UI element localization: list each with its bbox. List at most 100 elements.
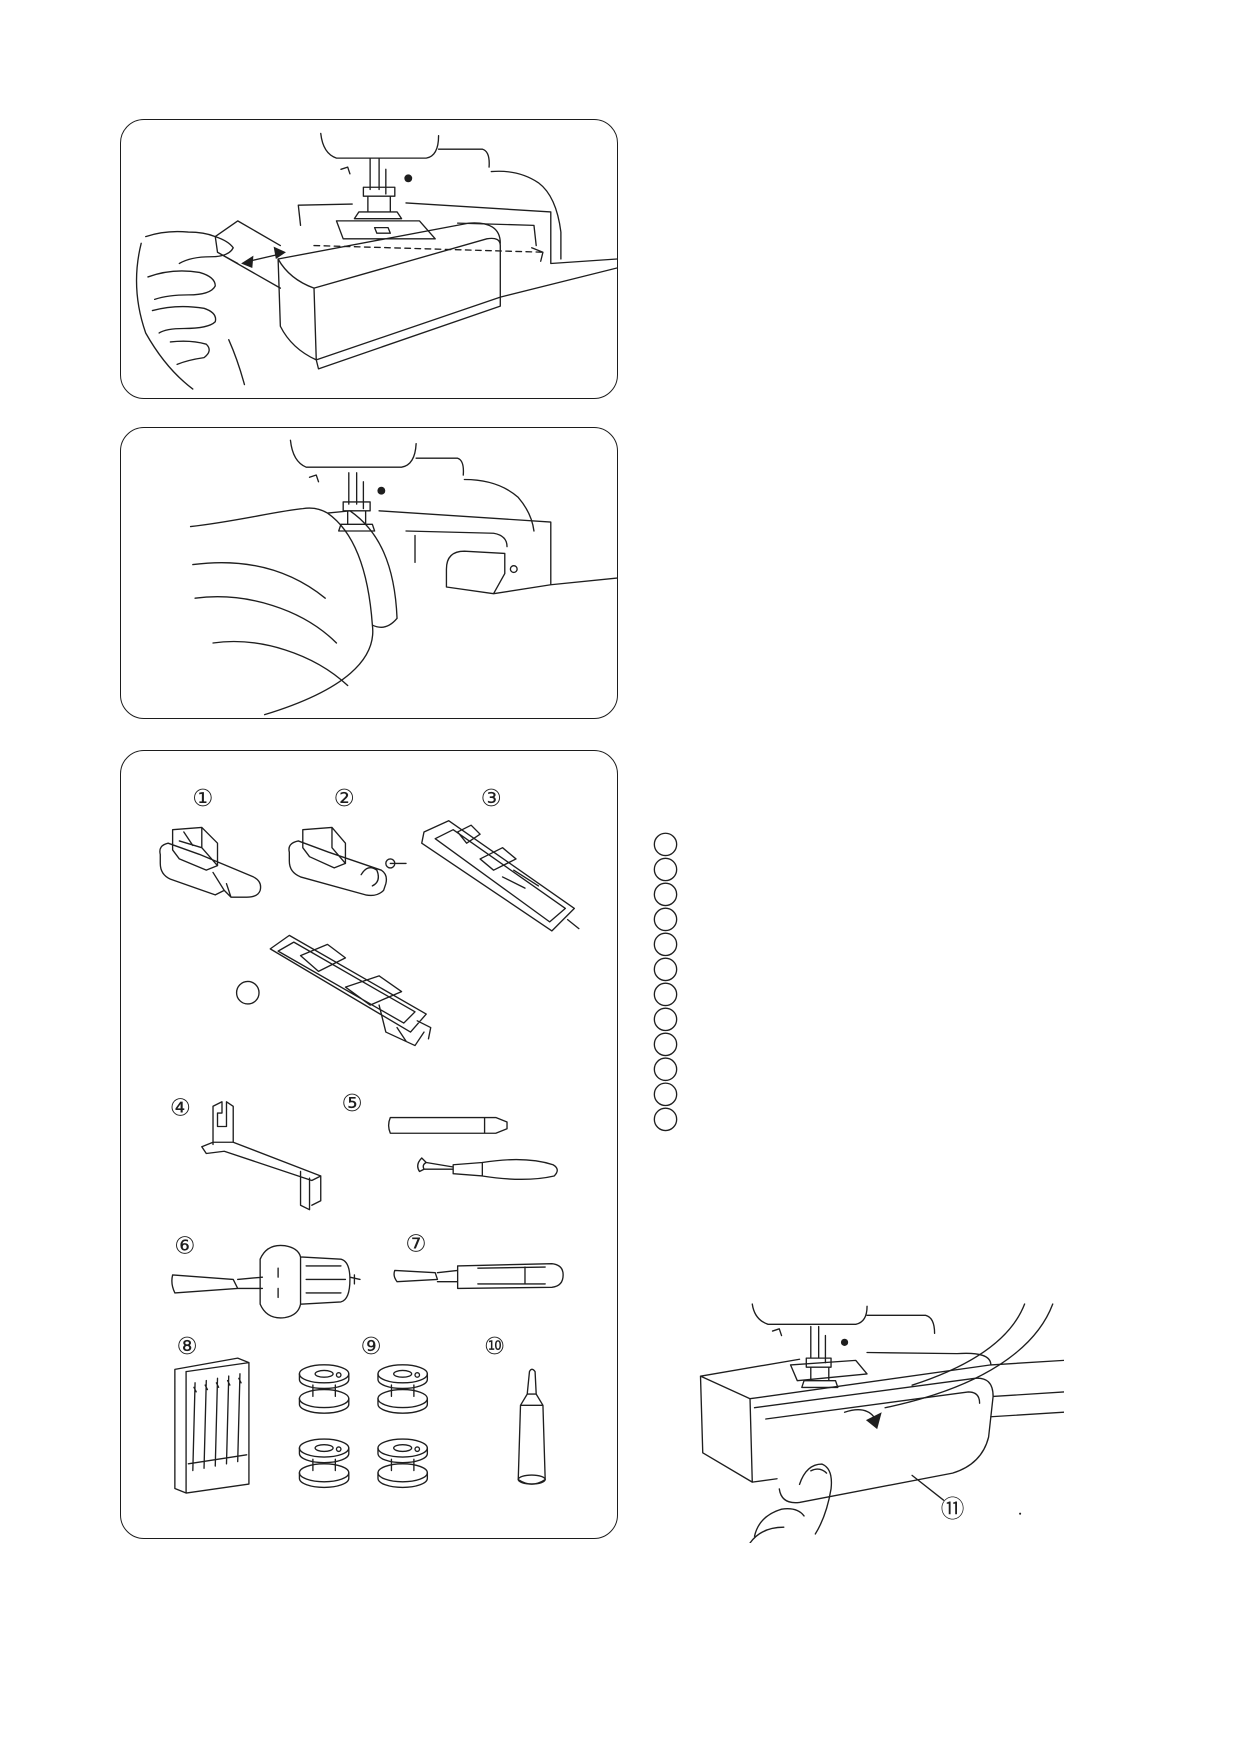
- curved-arrow-icon: [843, 1409, 882, 1430]
- bobbin-bottom: [298, 1463, 350, 1483]
- needle-set: [174, 1357, 250, 1494]
- thread-guide-dot: [404, 174, 413, 183]
- bobbin-hole: [414, 1372, 421, 1378]
- stray-dot: [1019, 1512, 1022, 1515]
- label-6: ⑥: [174, 1232, 195, 1260]
- bobbin-hub: [393, 1444, 413, 1453]
- extension-tab: [214, 220, 282, 289]
- arrow-shaft: [248, 253, 279, 262]
- label-2: ②: [334, 784, 355, 812]
- spool-pin-base: [517, 1474, 546, 1485]
- bobbin-hole: [335, 1372, 342, 1378]
- small-screwdriver: [393, 1262, 564, 1290]
- thread-guide-dot: [377, 486, 386, 495]
- free-arm-base: [378, 510, 617, 595]
- accessories-panel: ① ② ③ ④ ⑤ ⑥ ⑦ ⑧ ⑨: [120, 750, 618, 1539]
- arrow-head: [865, 1412, 882, 1430]
- machine-bed: [297, 202, 617, 265]
- label-7: ⑦: [406, 1229, 427, 1257]
- label-9: ⑨: [361, 1332, 382, 1360]
- seam-ripper: [417, 1157, 558, 1180]
- needle-and-presser-foot: [801, 1325, 839, 1389]
- bobbin: [298, 1438, 350, 1489]
- bullet-circle: [653, 857, 678, 882]
- spool-pin-felt: [517, 1368, 546, 1485]
- rolled-hem-foot-pin: [385, 858, 396, 869]
- double-arrow-icon: [241, 246, 286, 268]
- buttonhole-foot: [269, 934, 432, 1047]
- machine-head-outline: [751, 1303, 936, 1337]
- label-3: ③: [481, 784, 502, 812]
- bobbin-hub: [314, 1369, 334, 1378]
- arrow-heads: [241, 246, 286, 268]
- extension-table-box: [277, 222, 617, 370]
- legend-bullets-svg: [653, 832, 678, 1132]
- bullet-circle: [653, 1057, 678, 1082]
- bobbin-top: [377, 1364, 429, 1384]
- bullet-circle: [653, 1032, 678, 1057]
- bobbin-hub: [314, 1444, 334, 1453]
- bobbins: [298, 1364, 429, 1489]
- accessory-lid: [753, 1377, 1064, 1504]
- extension-table: [214, 220, 617, 370]
- label-8: ⑧: [177, 1332, 198, 1360]
- bobbin-bottom: [377, 1463, 429, 1483]
- sleeve-fabric: [189, 507, 398, 716]
- bobbin-top: [298, 1438, 350, 1458]
- rolled-hem-foot: [288, 826, 407, 897]
- unlabeled-item-circle: [235, 980, 260, 1005]
- sewing-machine: [289, 439, 617, 595]
- machine-head-outline: [320, 132, 562, 260]
- bullet-circle: [653, 1082, 678, 1107]
- alignment-guide-line: [313, 244, 546, 253]
- bobbin-bottom: [298, 1388, 350, 1409]
- sewing-machine: [699, 1303, 1064, 1483]
- bobbin-top: [298, 1364, 350, 1384]
- bobbin: [377, 1364, 429, 1414]
- base-screw-hole: [509, 565, 518, 574]
- label-10: ⑩: [484, 1332, 505, 1360]
- free-arm-panel: [120, 427, 618, 719]
- bullet-circle: [653, 882, 678, 907]
- bobbin-hole: [414, 1446, 421, 1453]
- quilting-guide: [201, 1101, 322, 1211]
- accessories-illustration: ① ② ③ ④ ⑤ ⑥ ⑦ ⑧ ⑨: [159, 784, 580, 1494]
- bullet-circle: [653, 932, 678, 957]
- extension-table-illustration: [135, 132, 617, 390]
- bullet-circle: [653, 982, 678, 1007]
- hand: [749, 1463, 833, 1543]
- thread-guide-dot: [840, 1338, 849, 1346]
- machine-head-outline: [289, 439, 535, 532]
- accessory-box-figure: ⑪: [687, 1295, 1064, 1543]
- blind-hem-foot: [421, 820, 580, 932]
- label-5: ⑤: [342, 1089, 363, 1117]
- bullet-circle: [653, 957, 678, 982]
- bobbin: [298, 1364, 350, 1414]
- bobbin-bottom: [377, 1388, 429, 1409]
- bobbin-hub: [393, 1369, 413, 1378]
- label-4: ④: [170, 1093, 191, 1121]
- bobbin: [377, 1438, 429, 1489]
- bobbin-hole: [335, 1446, 342, 1453]
- needle-and-presser-foot: [338, 472, 376, 532]
- label-leader-line: [911, 1474, 945, 1501]
- label-1: ①: [192, 784, 213, 812]
- zigzag-foot: [159, 826, 262, 898]
- large-screwdriver: [171, 1244, 361, 1319]
- bullet-circle: [653, 832, 678, 857]
- legend-bullets: [651, 831, 680, 1135]
- bullet-circle: [653, 1007, 678, 1032]
- bobbin-top: [377, 1438, 429, 1458]
- label-11: ⑪: [941, 1495, 965, 1523]
- arrow-curve: [843, 1409, 875, 1418]
- hand: [135, 230, 246, 390]
- sewing-machine: [297, 132, 617, 265]
- bullet-circle: [653, 1107, 678, 1132]
- bullet-circle: [653, 907, 678, 932]
- free-arm-illustration: [189, 439, 617, 716]
- machine-bed-box: [699, 1351, 1064, 1483]
- needle-and-presser-foot: [353, 157, 403, 220]
- arm: [884, 1303, 1054, 1409]
- accessory-box-illustration: ⑪: [699, 1303, 1064, 1543]
- extension-table-panel: [120, 119, 618, 399]
